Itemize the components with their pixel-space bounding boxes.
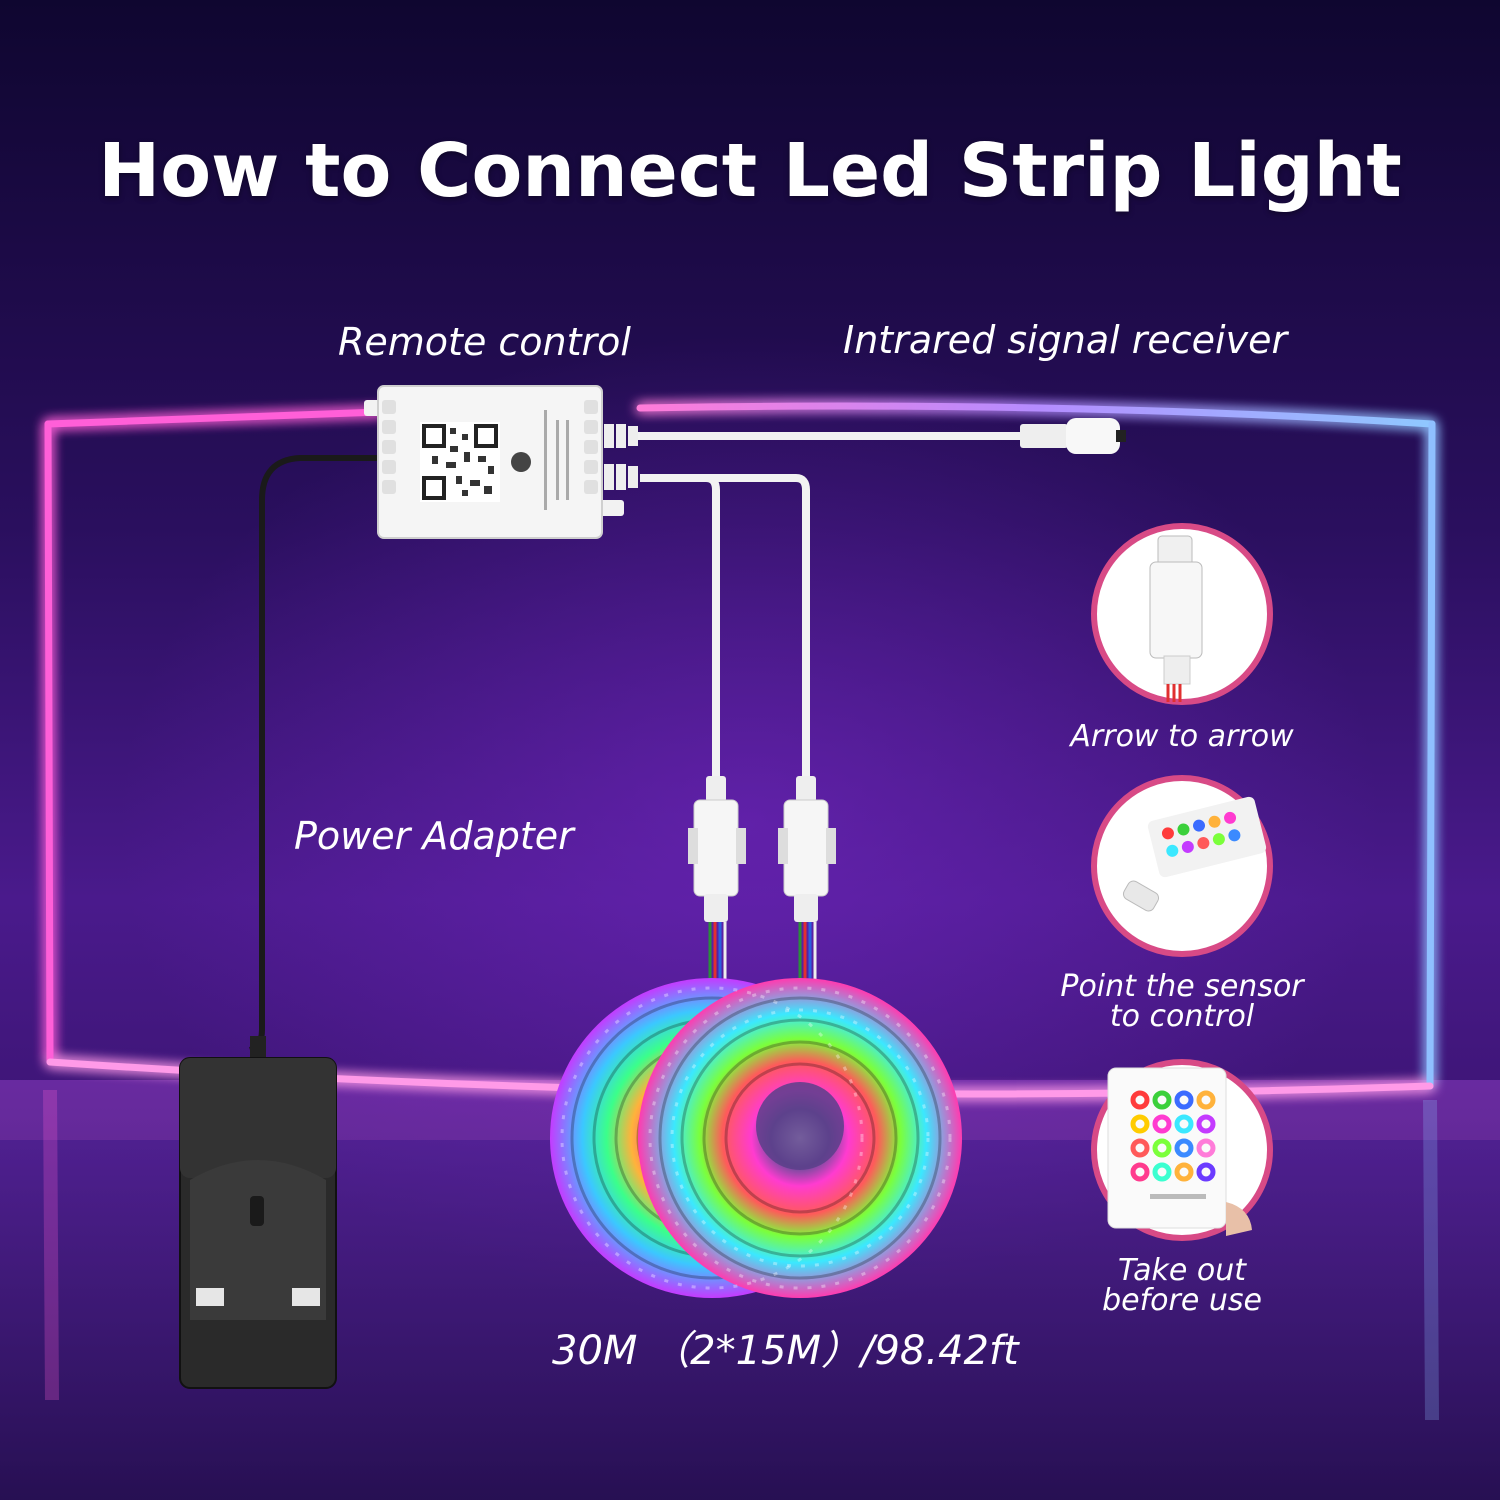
step-2-caption: Point the sensor to control	[1022, 972, 1342, 1032]
controller-box-icon	[364, 385, 624, 539]
ir-receiver-icon	[604, 418, 1126, 454]
step-3-caption: Take out before use	[1032, 1256, 1332, 1316]
step-1-caption-line1: Arrow to arrow	[1070, 719, 1294, 754]
led-reel-icon	[550, 978, 962, 1298]
step-2-caption-line2: to control	[1109, 999, 1255, 1034]
ir-receiver-label: Intrared signal receiver	[843, 318, 1288, 362]
power-adapter-label: Power Adapter	[294, 814, 574, 858]
remote-control-label: Remote control	[338, 320, 631, 364]
page-title: How to Connect Led Strip Light	[98, 128, 1402, 214]
step-images	[1091, 523, 1273, 1241]
power-adapter-icon	[179, 1036, 337, 1389]
step-1-caption: Arrow to arrow	[1032, 722, 1332, 752]
connector-icon	[688, 776, 836, 922]
step-2-caption-line1: Point the sensor	[1060, 969, 1304, 1004]
step-2-image	[1091, 775, 1273, 957]
step-1-image	[1091, 523, 1273, 705]
length-spec-label: 30M （2*15M）/98.42ft	[552, 1328, 1019, 1374]
step-3-caption-line2: before use	[1102, 1283, 1262, 1318]
qr-code-icon	[420, 422, 500, 502]
step-3-caption-line1: Take out	[1117, 1253, 1247, 1288]
remote-icon	[1091, 1059, 1273, 1241]
